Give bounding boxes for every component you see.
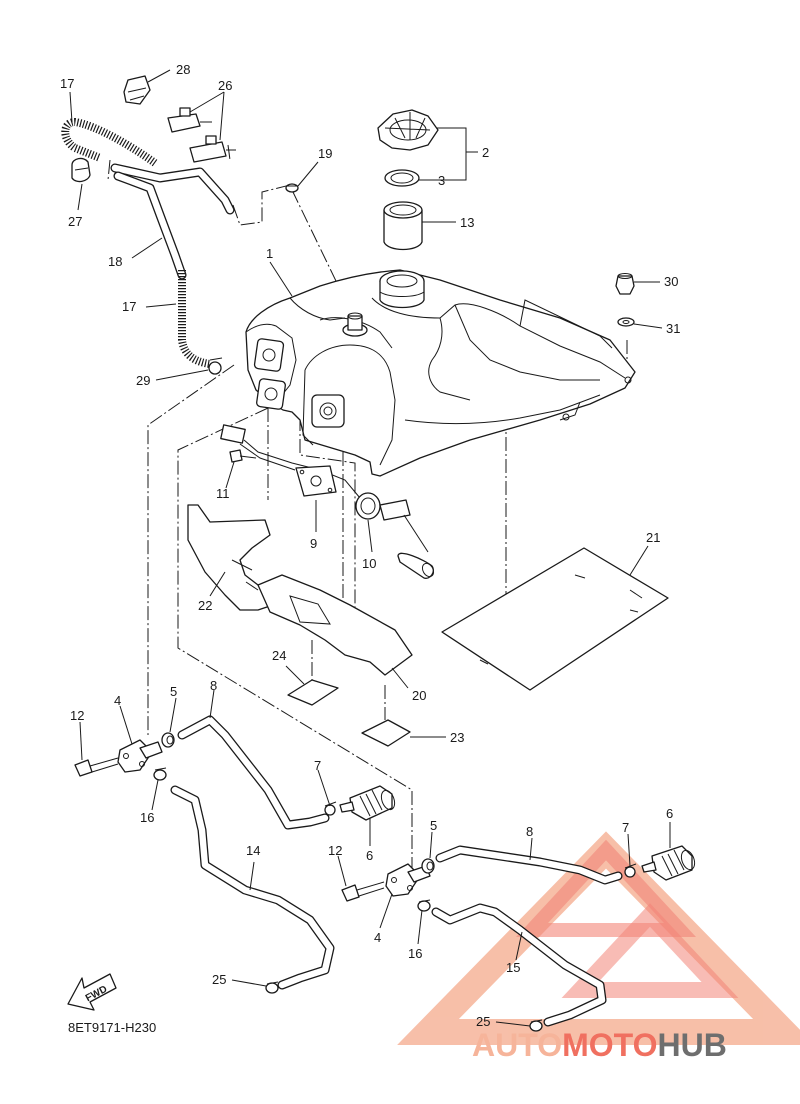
callout-5: 5 [170,684,177,699]
hose-clip-7b [624,863,637,878]
svg-text:AUTOMOTOHUB: AUTOMOTOHUB [472,1027,727,1063]
callout-4-right: 4 [374,930,381,945]
joint-5a [161,732,175,748]
fuel-filter-6b [641,845,696,881]
fwd-arrow-icon: FWD [67,973,117,1011]
breather-hose-17-lower [178,270,211,368]
callout-10: 10 [362,556,376,571]
watermark-part3: HUB [657,1027,726,1063]
bolt-12a [74,757,119,777]
callout-19: 19 [318,146,332,161]
callout-21: 21 [646,530,660,545]
diagram-code: 8ET9171-H230 [68,1020,156,1035]
callout-31: 31 [666,321,680,336]
hose-clip-16b [417,899,431,912]
callout-27: 27 [68,214,82,229]
fuel-level-sender-10 [355,492,435,579]
callout-29: 29 [136,373,150,388]
screw-11 [229,449,257,463]
callout-22: 22 [198,598,212,613]
breather-hose-18 [113,171,187,280]
fuel-cap [377,109,439,151]
fuel-sender-plate-9 [295,465,337,497]
hose-clip-25a [265,981,279,994]
fuel-filter-6a [339,785,396,821]
callout-4: 4 [114,693,121,708]
callout-18: 18 [108,254,122,269]
joint-5b [421,858,435,874]
hose-clip-16a [153,767,167,781]
callout-23: 23 [450,730,464,745]
callouts: 28 17 26 2 3 13 19 27 18 1 17 30 31 29 1… [60,62,680,1029]
bolt-30 [615,273,635,295]
callout-6-right: 6 [666,806,673,821]
callout-1: 1 [266,246,273,261]
washer-31 [617,317,635,327]
fuel-tank [245,269,636,477]
hose-clip-7a [324,801,337,816]
watermark-text: AUTOMOTOHUB [472,1027,727,1063]
callout-25: 25 [212,972,226,987]
filler-strainer [383,201,423,251]
fuel-hose-14 [170,785,335,990]
watermark-part1: AUTO [472,1027,562,1063]
callout-6: 6 [366,848,373,863]
callout-16: 16 [140,810,154,825]
check-valve-26b [189,135,236,163]
callout-3: 3 [438,173,445,188]
callout-17-lower: 17 [122,299,136,314]
callout-12: 12 [70,708,84,723]
hose-holder-28 [123,75,151,105]
main-pump-flange [311,394,345,428]
callout-20: 20 [412,688,426,703]
callout-5-right: 5 [430,818,437,833]
hose-clamp-29 [208,357,223,375]
callout-11: 11 [216,486,230,501]
hose-clamp-27 [71,157,91,183]
grommet-19 [285,183,299,193]
callout-8: 8 [210,678,217,693]
sender-wiring [220,424,361,499]
damper-21 [441,547,669,691]
callout-17: 17 [60,76,74,91]
fuel-hose-15 [431,903,607,1027]
callout-16-right: 16 [408,946,422,961]
callout-28: 28 [176,62,190,77]
breather-hose-17-upper [61,117,235,215]
watermark-logo [397,831,800,1045]
callout-12-right: 12 [328,843,342,858]
callout-30: 30 [664,274,678,289]
leader-lines [69,69,671,1027]
callout-25-right: 25 [476,1014,490,1029]
damper-23 [361,719,411,747]
watermark-part2: MOTO [562,1027,657,1063]
callout-13: 13 [460,215,474,230]
check-valve-26a [167,107,212,133]
fuel-cock-4a [117,739,163,773]
callout-7-right: 7 [622,820,629,835]
callout-7: 7 [314,758,321,773]
bolt-12b [341,881,385,902]
heat-protector-20 [257,574,413,676]
callout-24: 24 [272,648,286,663]
damper-24 [287,679,339,706]
callout-9: 9 [310,536,317,551]
fuel-hose-8b [435,845,623,885]
fuel-hose-8a [177,715,330,830]
callout-14: 14 [246,843,260,858]
callout-26: 26 [218,78,232,93]
callout-15: 15 [506,960,520,975]
callout-8-right: 8 [526,824,533,839]
left-pump-flange [253,338,286,410]
callout-2: 2 [482,145,489,160]
cap-gasket [384,169,420,187]
